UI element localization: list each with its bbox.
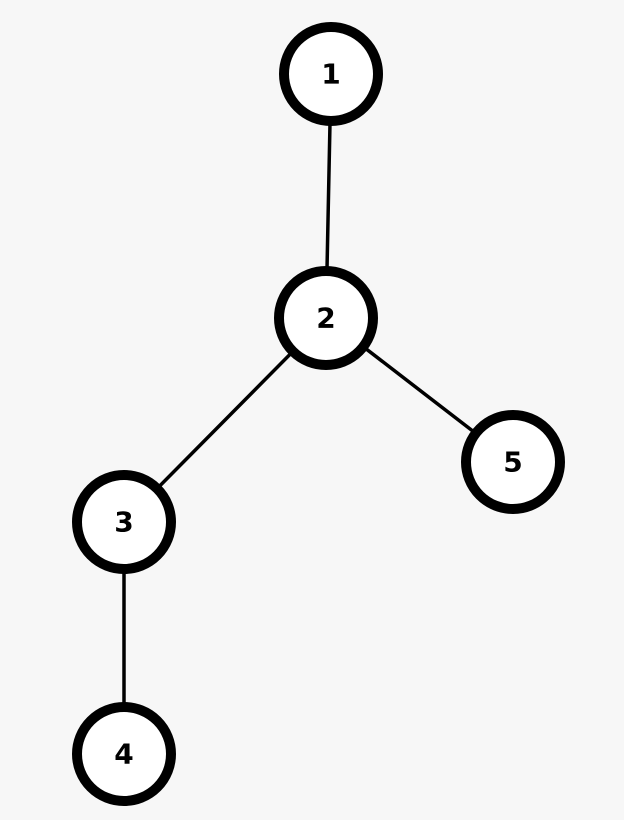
nodes-layer: 1 2 3 4 5 xyxy=(72,22,565,806)
node-1-circle xyxy=(279,22,383,126)
edges-layer xyxy=(122,72,515,756)
node-5-label: 5 xyxy=(503,446,522,479)
node-5: 5 xyxy=(461,410,565,514)
node-2-label: 2 xyxy=(316,302,335,335)
node-2-circle xyxy=(274,266,378,370)
node-1: 1 xyxy=(279,22,383,126)
node-3: 3 xyxy=(72,470,176,574)
node-4: 4 xyxy=(72,702,176,806)
node-2: 2 xyxy=(274,266,378,370)
node-3-label: 3 xyxy=(114,506,133,539)
node-5-circle xyxy=(461,410,565,514)
node-1-label: 1 xyxy=(321,58,340,91)
node-4-label: 4 xyxy=(114,738,133,771)
node-4-circle xyxy=(72,702,176,806)
node-3-circle xyxy=(72,470,176,574)
